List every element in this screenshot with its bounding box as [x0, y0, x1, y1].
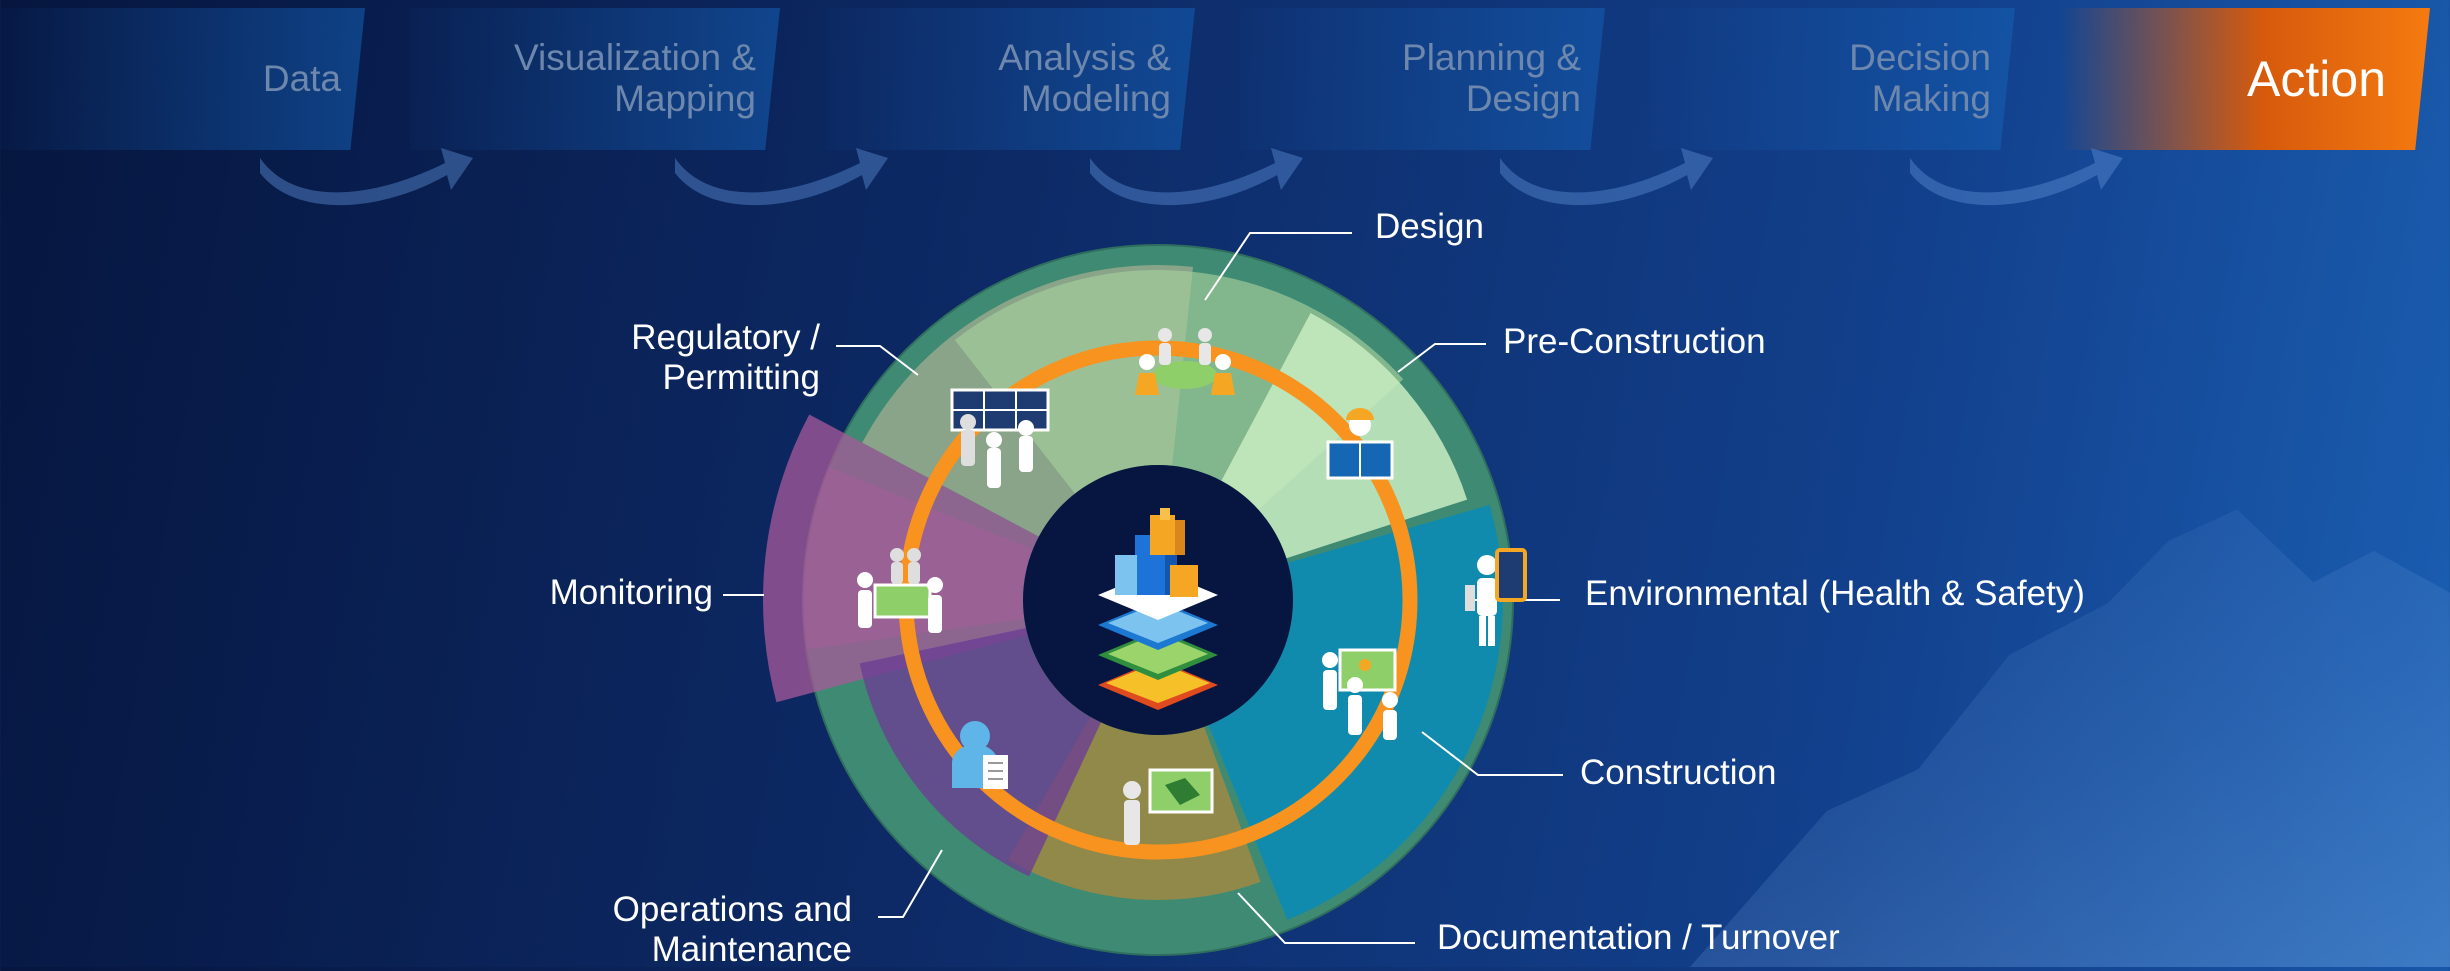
stage-label: Visualization & Mapping — [513, 37, 756, 119]
flow-arrow-icon — [1090, 148, 1303, 206]
stage-label: Analysis & Modeling — [998, 37, 1171, 119]
stage-planning-design[interactable]: Planning & Design — [1240, 8, 1605, 150]
stage-data[interactable]: Data — [0, 8, 365, 150]
person-at-map-screen-icon — [1123, 768, 1214, 845]
people-at-table-icon — [1135, 328, 1235, 395]
flow-arrow-icon — [1910, 148, 2123, 206]
people-around-map-icon — [857, 548, 943, 633]
flow-arrow-icon — [260, 148, 473, 206]
phase-label-construction: Construction — [1580, 753, 1777, 792]
stage-action[interactable]: Action — [2060, 8, 2430, 150]
phase-label-design: Design — [1375, 207, 1484, 246]
stage-decision-making[interactable]: Decision Making — [1650, 8, 2015, 150]
stage-label: Planning & Design — [1402, 37, 1581, 119]
worker-with-blueprint-icon — [1326, 408, 1394, 480]
stage-visualization-mapping[interactable]: Visualization & Mapping — [410, 8, 780, 150]
phase-label-documentation: Documentation / Turnover — [1437, 918, 1840, 957]
person-with-tablet-icon — [1465, 548, 1527, 646]
person-with-clipboard-icon — [952, 721, 1008, 789]
stage-analysis-modeling[interactable]: Analysis & Modeling — [825, 8, 1195, 150]
phase-label-regulatory: Regulatory / Permitting — [631, 318, 820, 398]
stage-label: Data — [262, 57, 341, 99]
flow-arrow-icon — [1500, 148, 1713, 206]
phase-label-monitoring: Monitoring — [549, 573, 713, 612]
stage-label: Decision Making — [1849, 37, 1991, 119]
flow-arrow-icon — [675, 148, 888, 206]
phase-label-operations: Operations and Maintenance — [612, 890, 852, 970]
process-flow-bar: Data Visualization & Mapping Analysis & … — [0, 0, 2450, 210]
people-at-dashboard-icon — [950, 388, 1050, 488]
people-presenting-map-icon — [1322, 648, 1398, 740]
layered-city-map-icon — [1098, 508, 1218, 710]
phase-label-pre-construction: Pre-Construction — [1503, 322, 1766, 361]
phase-label-environmental: Environmental (Health & Safety) — [1585, 574, 2085, 613]
stage-label: Action — [2247, 50, 2386, 107]
